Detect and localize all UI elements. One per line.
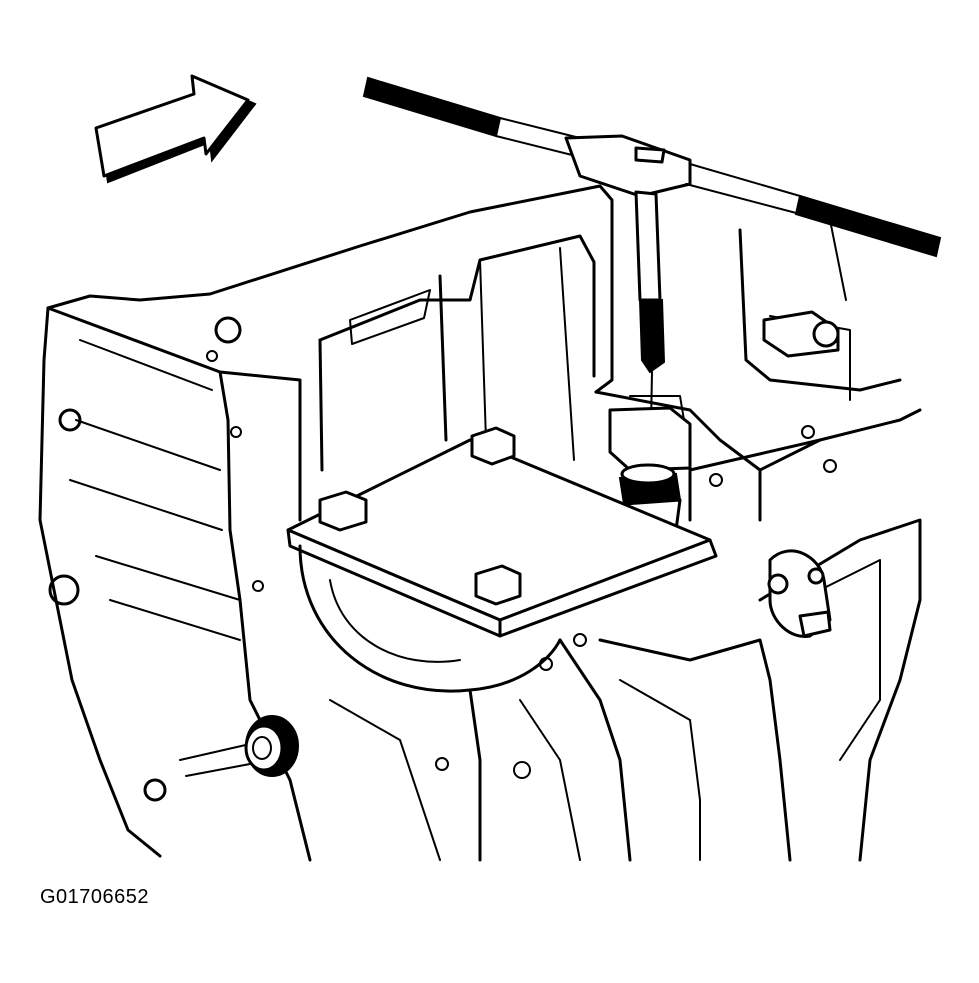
- crankcase-lower-icon: [179, 518, 922, 862]
- tap-wrench-icon: [362, 76, 942, 479]
- figure-id-label: G01706652: [40, 886, 150, 908]
- bolt-icon: [318, 426, 522, 606]
- front-direction-arrow-icon: [94, 74, 257, 184]
- fixture-plate-icon: [286, 426, 718, 638]
